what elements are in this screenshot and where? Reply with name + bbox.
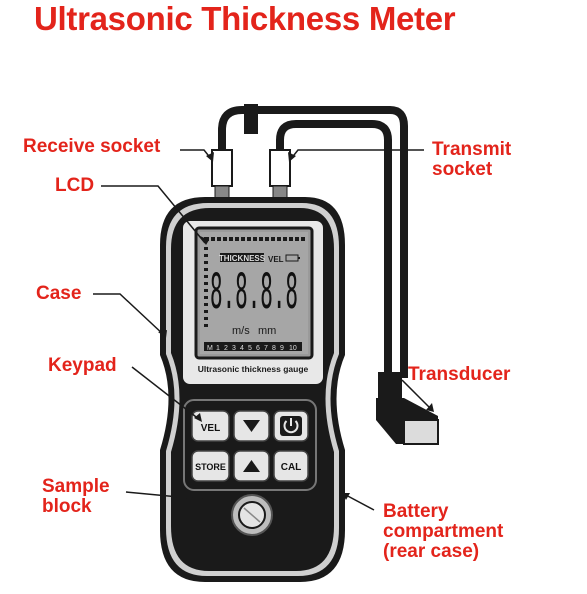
cable-inner (276, 120, 392, 378)
transmit-socket-label-line1: Transmit (432, 139, 512, 160)
battery-compartment-label: Battery compartment (rear case) (383, 502, 503, 562)
transducer-leader (401, 379, 433, 411)
lcd-memory-7: 7 (264, 345, 268, 352)
lcd-unit-ms: m/s (232, 325, 250, 337)
store-key-label: STORE (195, 462, 226, 472)
triangle-up-icon (243, 460, 260, 472)
lcd-memory-2: 2 (224, 345, 228, 352)
down-key[interactable] (233, 410, 270, 442)
battery-label-line1: Battery (383, 501, 449, 522)
lcd-memory-9: 9 (280, 345, 284, 352)
cal-key-label: CAL (281, 462, 302, 473)
triangle-down-icon (243, 420, 260, 432)
lcd-digits: 8.8.8.8 (210, 264, 298, 320)
transmit-socket-label-line2: socket (432, 159, 493, 180)
lcd-memory-5: 5 (248, 345, 252, 352)
case-leader (93, 293, 166, 337)
store-key[interactable]: STORE (191, 450, 230, 482)
lcd-memory-row: M 1 2 3 4 5 6 7 8 9 10 (204, 342, 302, 352)
lcd-thickness-label: THICKNESS (219, 254, 266, 263)
vel-key[interactable]: VEL (191, 410, 230, 442)
device-caption: Ultrasonic thickness gauge (198, 364, 309, 374)
lcd-memory-10: 10 (289, 345, 297, 352)
battery-leader (343, 493, 375, 511)
power-icon (283, 420, 299, 434)
case-label: Case (36, 283, 82, 304)
lcd-label: LCD (55, 175, 95, 196)
receive-socket-leader (180, 149, 213, 161)
lcd-vel-indicator: VEL (268, 255, 284, 264)
sample-block (231, 494, 273, 536)
sample-block-leader (125, 491, 233, 503)
battery-label-line2: compartment (383, 521, 504, 542)
keypad-leader (131, 366, 201, 421)
vel-key-label: VEL (201, 423, 220, 434)
lcd-leader (101, 185, 206, 244)
lcd-memory-4: 4 (240, 345, 244, 352)
lcd-memory-1: 1 (216, 345, 220, 352)
power-key[interactable] (273, 410, 309, 442)
lcd-memory-m: M (207, 345, 213, 352)
lcd-memory-3: 3 (232, 345, 236, 352)
lcd-memory-8: 8 (272, 345, 276, 352)
up-key[interactable] (233, 450, 270, 482)
transmit-socket-connector (269, 149, 291, 201)
battery-label-line3: (rear case) (383, 541, 480, 562)
sample-block-label-line1: Sample (42, 476, 110, 497)
cal-key[interactable]: CAL (273, 450, 309, 482)
transmit-socket-label: Transmit socket (432, 140, 511, 180)
diagram-title: Ultrasonic Thickness Meter (34, 0, 456, 37)
cable (218, 106, 408, 378)
lcd-unit-mm: mm (258, 325, 276, 337)
sample-block-label: Sample block (42, 477, 110, 517)
transducer-label: Transducer (408, 364, 511, 385)
transducer (376, 372, 439, 445)
receive-socket-label: Receive socket (23, 136, 161, 157)
lcd-memory-6: 6 (256, 345, 260, 352)
sample-block-label-line2: block (42, 496, 92, 517)
keypad-label: Keypad (48, 355, 117, 376)
receive-socket-connector (211, 149, 233, 201)
